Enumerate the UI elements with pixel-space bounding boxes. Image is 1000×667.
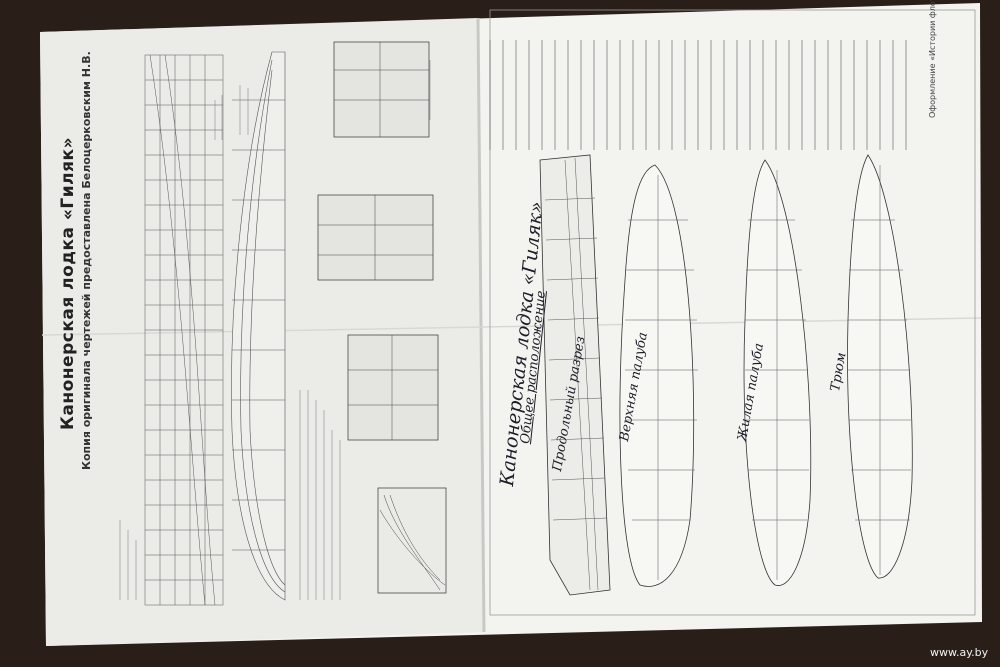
half-breadth-plan xyxy=(231,51,286,601)
lines-plan-grid xyxy=(144,54,224,606)
deck-plans xyxy=(619,154,913,587)
watermark: www.ay.by xyxy=(930,646,989,659)
blueprint-title: Канонерская лодка «Гиляк» xyxy=(58,136,78,430)
publisher-line: Оформление «Истории флотов» № 4/2003 xyxy=(928,0,937,118)
legend-list xyxy=(489,40,907,150)
paper-fold-vertical xyxy=(476,17,486,633)
living-deck-plan xyxy=(743,159,812,586)
body-sections xyxy=(317,41,447,594)
upper-deck-plan xyxy=(619,164,695,587)
notes-text-block xyxy=(119,60,431,600)
page-border-right xyxy=(489,9,976,616)
blueprint-subtitle: Копия оригинала чертежей предоставлена Б… xyxy=(80,51,93,470)
paper-fold-horizontal xyxy=(41,317,982,336)
